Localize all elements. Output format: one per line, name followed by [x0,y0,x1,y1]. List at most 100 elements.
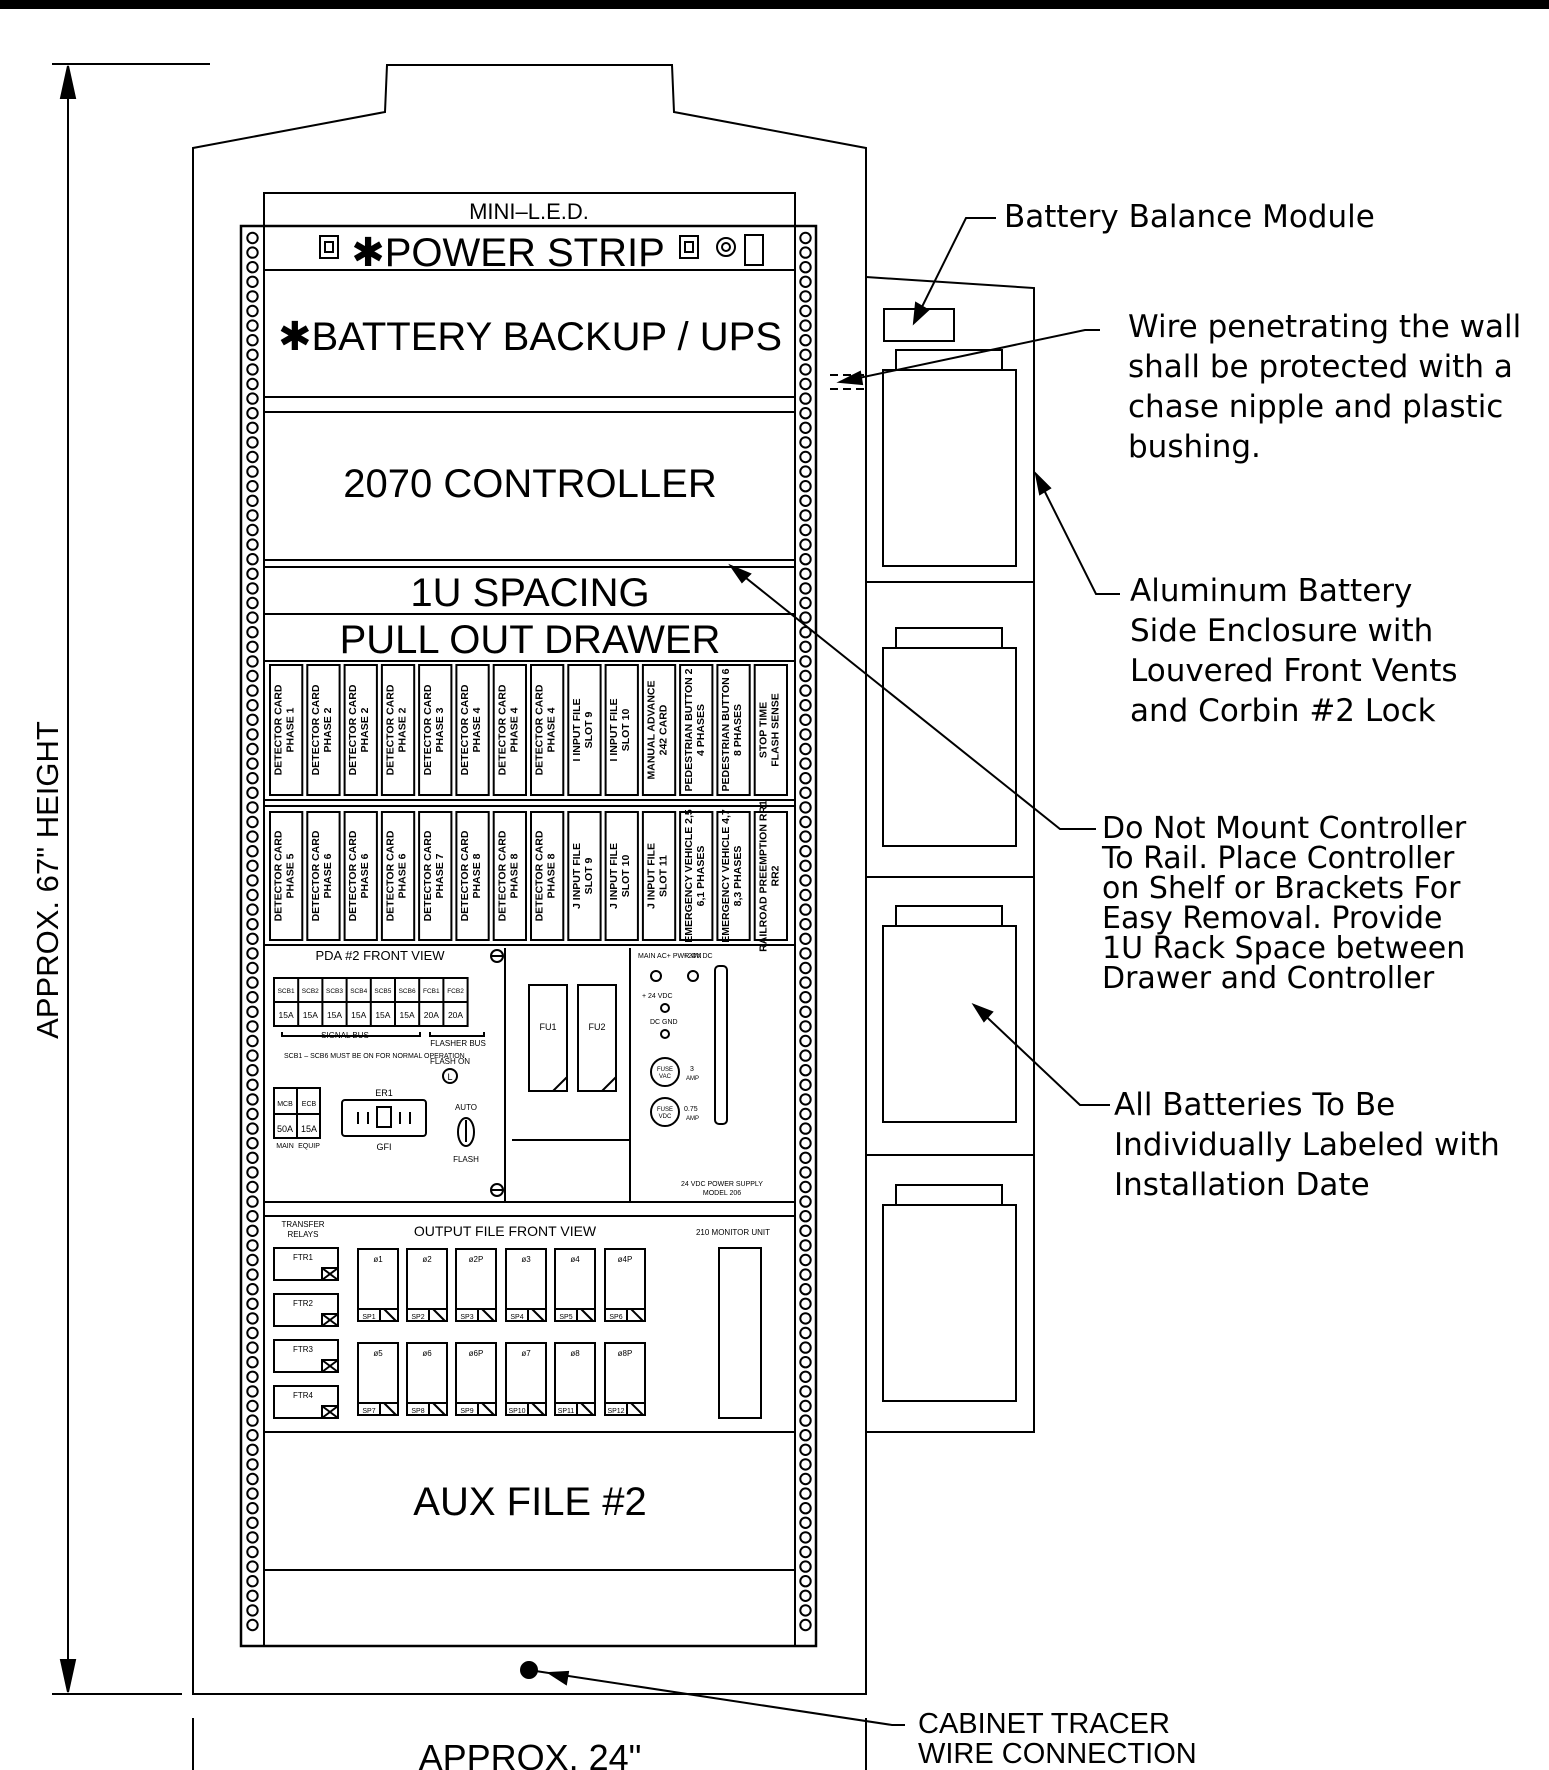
rail-hole [799,1078,812,1092]
card-label-line-1: DETECTOR CARD [385,830,397,921]
rail-hole [799,538,812,551]
rail-hole [246,1253,259,1267]
rail-hole [799,1370,812,1384]
rail-hole [246,494,259,507]
pda-section: PDA #2 FRONT VIEW SCB115ASCB215ASCB315AS… [264,948,795,1203]
rail-hole [799,1326,812,1340]
load-switch-label: ø6 [422,1349,432,1358]
card-label-line-2: PHASE 2 [397,707,409,752]
rail-hole [799,932,812,945]
rail-hole [246,582,259,595]
card-slot [716,664,751,796]
er1-label: ER1 [375,1088,393,1098]
rail-hole [246,932,259,945]
card-label-line-1: DETECTOR CARD [534,684,546,775]
rail-hole [799,859,812,872]
load-switch-label: ø7 [521,1349,531,1358]
rail-hole [799,1589,812,1603]
rail-hole [246,450,259,464]
wire-line-2: shall be protected with a [1128,349,1513,385]
rail-hole [799,246,812,259]
alum-line-2: Side Enclosure with [1130,613,1433,649]
card-slot [567,811,602,941]
spare-label: SP9 [460,1408,473,1415]
rail-hole [799,304,812,318]
rail-hole [246,1034,259,1048]
rail-hole [799,231,812,245]
rail-hole [246,1341,259,1354]
width-label: APPROX. 24" [419,1737,642,1770]
wire-penetration-callout: Wire penetrating the wall shall be prote… [1128,309,1521,465]
rail-hole [799,976,812,989]
rail-hole [799,1122,812,1135]
rail-hole [799,786,812,799]
rail-hole [246,1429,259,1442]
rail-hole [799,1312,812,1325]
rail-hole [246,669,259,683]
card-slot [753,811,789,941]
height-label: APPROX. 67" HEIGHT [30,721,65,1039]
rail-hole [799,626,812,639]
rail-hole [246,1487,259,1500]
rail-hole [799,1283,812,1296]
card-label-line-2: PHASE 4 [471,707,483,752]
rail-hole [799,903,812,916]
rail-hole [799,261,812,274]
card-slot [604,664,639,796]
rail-hole [246,1326,259,1340]
card-slot [530,811,565,941]
card-slot [380,811,416,941]
card-label-line-2: SLOT 9 [583,857,595,894]
rail-hole [799,1516,812,1530]
rail-hole [246,1093,259,1106]
mcb-label: MCB [277,1101,293,1108]
wire-line-3: chase nipple and plastic [1128,389,1503,425]
card-label-line-1: J INPUT FILE [646,843,658,909]
rail-hole [799,407,812,420]
card-label-line-1: DETECTOR CARD [310,684,322,775]
rail-hole [246,1020,259,1033]
card-slot [418,664,453,796]
rail-hole [799,450,812,464]
card-label-line-1: DETECTOR CARD [496,830,508,921]
rail-hole [246,1531,259,1544]
load-switch [406,1248,448,1322]
rail-hole [799,1604,812,1617]
rail-hole [246,1414,259,1427]
ups-label: ✱BATTERY BACKUP / UPS [278,315,782,359]
rail-hole [246,1370,259,1384]
rail-hole [799,1356,812,1369]
card-label-line-1: DETECTOR CARD [273,684,285,775]
sc-breaker-label: SCB4 [350,988,367,995]
mount-line-6: Drawer and Controller [1102,961,1435,996]
wire-line-4: bushing. [1128,429,1261,465]
sc-breaker-label: FCB2 [447,988,464,995]
fuse1-type: VAC [659,1074,672,1080]
fuse2-amp-unit: AMP [686,1116,699,1122]
output-file-title: OUTPUT FILE FRONT VIEW [414,1223,597,1239]
card-label-line-2: SLOT 11 [658,855,670,897]
card-slot [492,664,528,796]
rail-hole [799,567,812,580]
fuse1-amp-unit: AMP [686,1076,699,1082]
rail-hole [799,290,812,303]
sc-breaker-amp: 15A [375,1010,390,1020]
rail-hole [246,1268,259,1281]
rail-holes [246,231,812,1632]
rail-hole [246,1210,259,1223]
card-label-line-2: RR2 [769,865,781,886]
rail-hole [246,1312,259,1325]
ftr-label: FTR1 [293,1253,314,1262]
main-label: MAIN [276,1143,294,1150]
rail-hole [246,713,259,726]
rail-hole [799,596,812,610]
rail-hole [799,961,812,975]
ps-main-label: MAIN AC+ PWR ON [638,953,702,960]
load-switch-label: ø2P [469,1255,484,1264]
ecb-amp: 15A [301,1124,317,1134]
card-label-line-2: PHASE 2 [322,707,334,752]
card-label-line-1: I INPUT FILE [608,699,620,762]
rail-hole [799,1253,812,1267]
